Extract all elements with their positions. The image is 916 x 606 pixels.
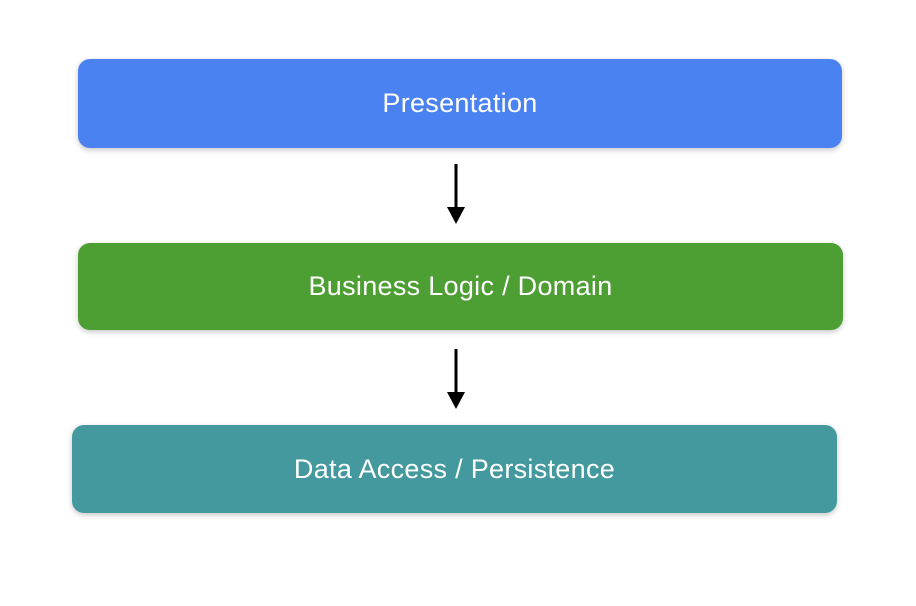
layer-box-presentation: Presentation bbox=[78, 59, 842, 148]
layer-label-data-access: Data Access / Persistence bbox=[293, 453, 616, 484]
layer-box-data-access: Data Access / Persistence bbox=[72, 425, 837, 513]
down-arrow-icon bbox=[440, 162, 472, 226]
layer-label-business-logic: Business Logic / Domain bbox=[308, 271, 613, 301]
down-arrow-icon bbox=[440, 347, 472, 411]
layer-label-presentation: Presentation bbox=[382, 88, 538, 118]
layer-box-business-logic: Business Logic / Domain bbox=[78, 243, 843, 330]
